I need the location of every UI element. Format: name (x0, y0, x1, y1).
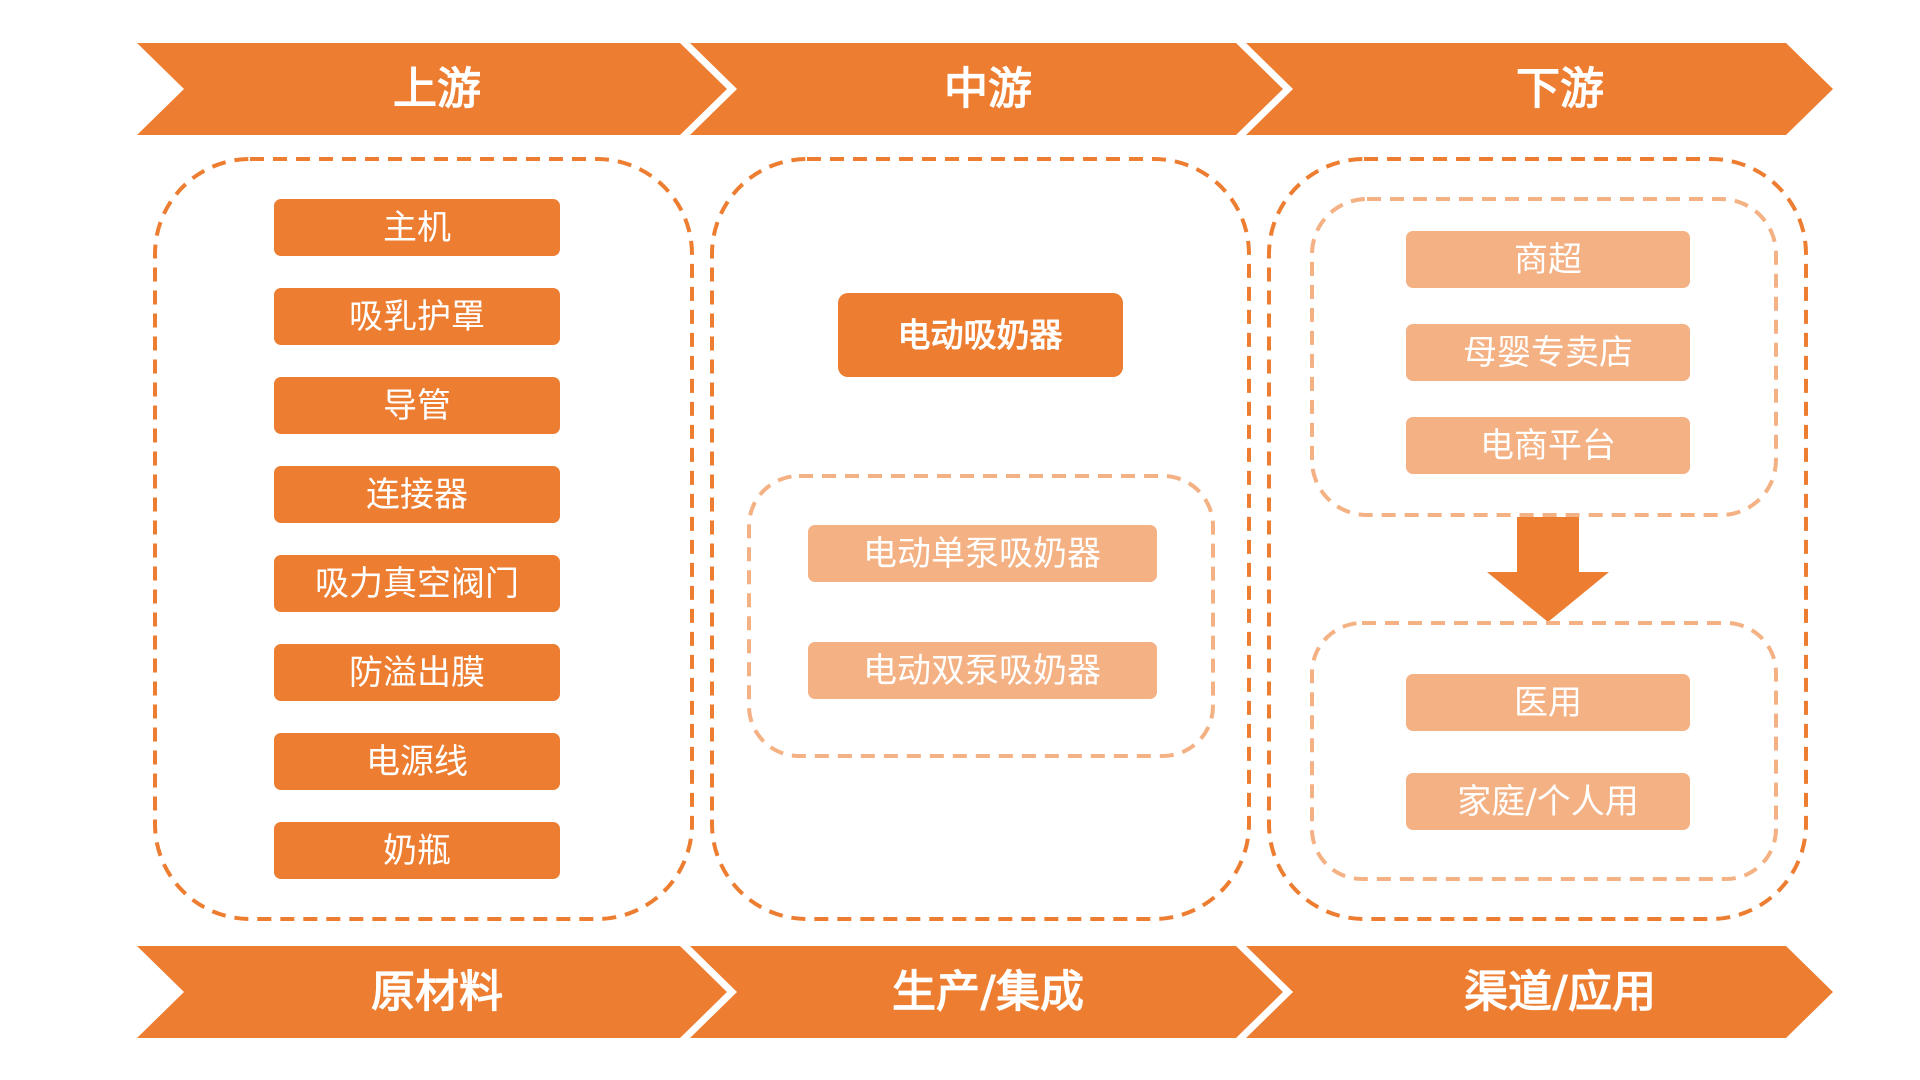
downstream-application-label: 医用 (1514, 683, 1582, 723)
upstream-item-label: 导管 (383, 386, 451, 426)
upstream-item-box (274, 288, 560, 345)
upstream-item-box (274, 644, 560, 701)
downstream-application-box (1406, 773, 1690, 830)
upstream-item-label: 吸力真空阀门 (315, 564, 519, 604)
upstream-item-box (274, 199, 560, 256)
downstream-application-box (1406, 674, 1690, 731)
upstream-item-label: 吸乳护罩 (349, 297, 485, 337)
header-chevron-downstream (1246, 43, 1833, 135)
upstream-item-box (274, 377, 560, 434)
footer-chevron-upstream (137, 946, 727, 1038)
downstream-channels-frame (1310, 197, 1778, 517)
upstream-dashed-frame (153, 157, 694, 921)
midstream-type-label: 电动单泵吸奶器 (863, 534, 1101, 574)
upstream-item-box (274, 822, 560, 879)
footer-banner: 原材料 生产/集成 渠道/应用 (137, 946, 1833, 1038)
downstream-channel-box (1406, 417, 1690, 474)
downstream-channel-label: 母婴专卖店 (1463, 333, 1633, 373)
downstream-channel-label: 商超 (1514, 240, 1582, 280)
downstream-channel-label: 电商平台 (1480, 426, 1616, 466)
midstream-type-label: 电动双泵吸奶器 (863, 651, 1101, 691)
down-arrow-icon (1487, 517, 1609, 622)
upstream-column: 主机 吸乳护罩 导管 连接器 吸力真空阀门 防溢出膜 电源线 奶瓶 (153, 157, 694, 921)
upstream-item-label: 主机 (383, 208, 451, 248)
midstream-type-box (808, 642, 1157, 699)
footer-label-midstream: 生产/集成 (892, 967, 1084, 1018)
midstream-types-frame (747, 474, 1215, 758)
downstream-channel-box (1406, 324, 1690, 381)
upstream-item-label: 连接器 (366, 475, 468, 515)
midstream-main-box (838, 293, 1123, 377)
header-label-downstream: 下游 (1516, 64, 1604, 115)
footer-label-upstream: 原材料 (371, 967, 503, 1018)
upstream-item-label: 奶瓶 (383, 831, 451, 871)
midstream-main-label: 电动吸奶器 (898, 316, 1064, 355)
midstream-column: 电动吸奶器 电动单泵吸奶器 电动双泵吸奶器 (710, 157, 1251, 921)
downstream-applications-frame (1310, 621, 1778, 881)
downstream-application-label: 家庭/个人用 (1457, 782, 1638, 822)
header-chevron-midstream (690, 43, 1283, 135)
upstream-item-label: 电源线 (366, 742, 468, 782)
downstream-dashed-frame (1267, 157, 1808, 921)
upstream-item-box (274, 733, 560, 790)
header-banner: 上游 中游 下游 (137, 43, 1833, 135)
header-label-upstream: 上游 (393, 64, 481, 115)
header-label-midstream: 中游 (944, 64, 1032, 115)
upstream-item-box (274, 466, 560, 523)
downstream-channel-box (1406, 231, 1690, 288)
upstream-item-label: 防溢出膜 (349, 653, 485, 693)
midstream-dashed-frame (710, 157, 1251, 921)
header-chevron-upstream (137, 43, 727, 135)
footer-label-downstream: 渠道/应用 (1464, 967, 1656, 1018)
midstream-type-box (808, 525, 1157, 582)
downstream-column: 商超 母婴专卖店 电商平台 医用 家庭/个人用 (1267, 157, 1808, 921)
upstream-item-box (274, 555, 560, 612)
footer-chevron-midstream (690, 946, 1283, 1038)
footer-chevron-downstream (1246, 946, 1833, 1038)
